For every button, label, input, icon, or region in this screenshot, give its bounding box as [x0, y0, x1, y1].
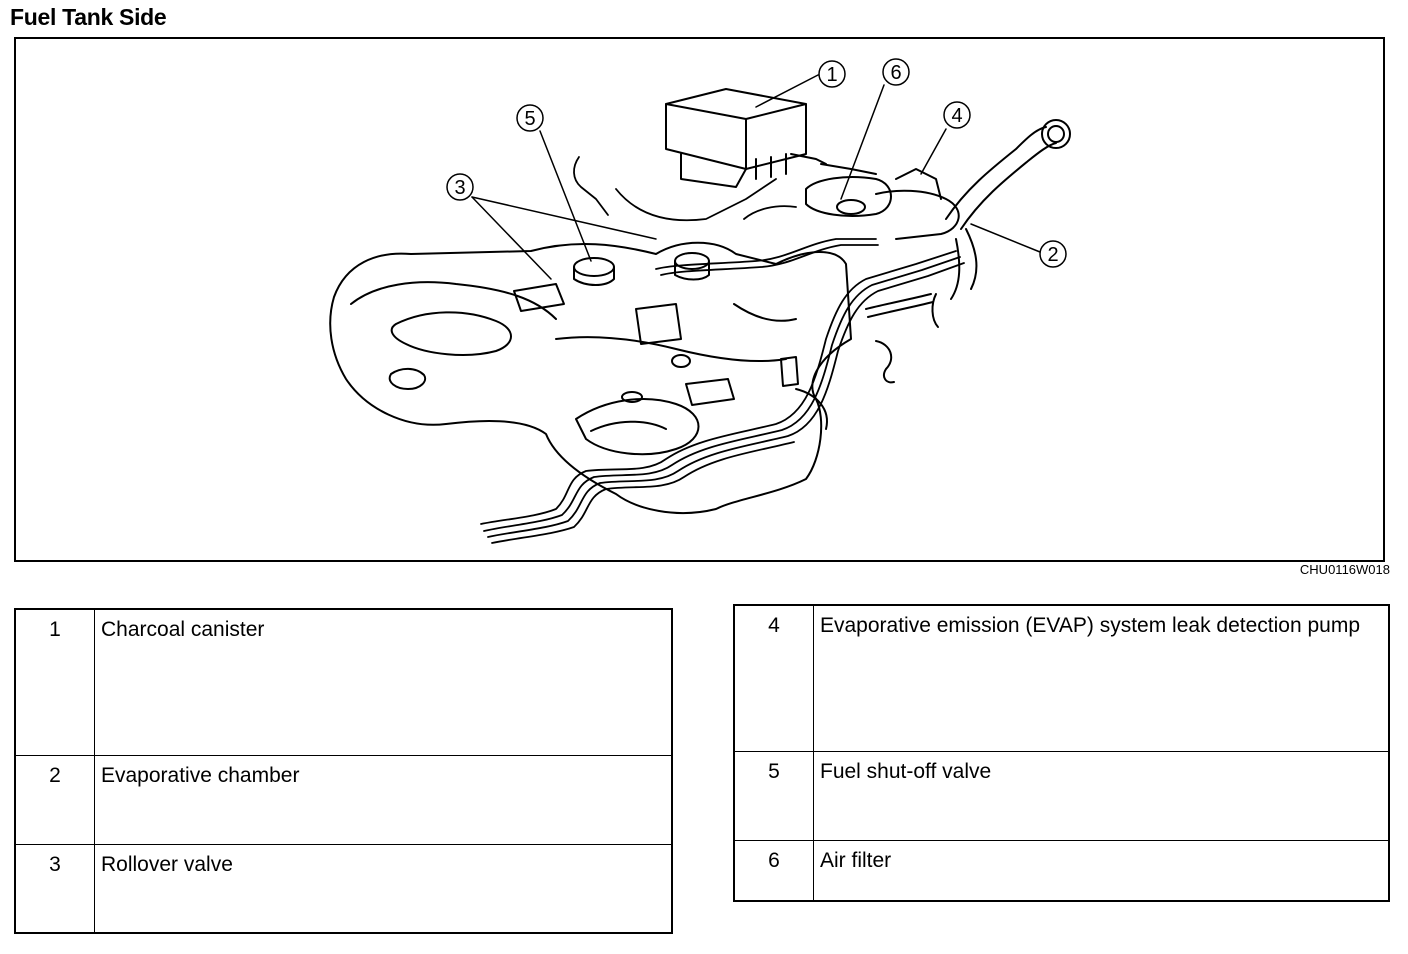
callout-3: 3: [454, 177, 465, 199]
callout-5-circle: [516, 104, 544, 132]
legend-label: Evaporative emission (EVAP) system leak …: [813, 604, 1390, 752]
fuel-lines: [480, 156, 965, 544]
legend-row: 3 Rollover valve: [14, 843, 673, 934]
callout-6: 6: [890, 62, 901, 84]
callout-4: 4: [951, 105, 962, 127]
fuel-tank-body: [329, 241, 852, 515]
callout-6-circle: [882, 58, 910, 86]
legend-number: 1: [14, 608, 95, 756]
fuel-tank-diagram: 1 2 3 4 5 6: [329, 58, 1071, 544]
filler-neck: [931, 119, 1071, 328]
legend-label: Fuel shut-off valve: [813, 750, 1390, 841]
diagram-frame: 1 2 3 4 5 6: [14, 37, 1385, 562]
tank-fittings: [573, 252, 710, 403]
callout-2: 2: [1047, 244, 1058, 266]
legend-table-right: 4 Evaporative emission (EVAP) system lea…: [733, 604, 1390, 902]
legend-label: Charcoal canister: [94, 608, 673, 756]
legend-label: Rollover valve: [94, 843, 673, 934]
legend-row: 1 Charcoal canister: [14, 608, 673, 756]
legend-number: 3: [14, 843, 95, 934]
legend-row: 4 Evaporative emission (EVAP) system lea…: [733, 604, 1390, 752]
hoses: [780, 293, 934, 387]
legend-row: 6 Air filter: [733, 839, 1390, 902]
legend-number: 6: [733, 839, 814, 902]
callout-5: 5: [524, 108, 535, 130]
legend-number: 2: [14, 754, 95, 845]
callout-leaders: [471, 74, 1041, 280]
callout-1: 1: [826, 64, 837, 86]
legend-label: Evaporative chamber: [94, 754, 673, 845]
callout-4-circle: [943, 101, 971, 129]
legend-number: 4: [733, 604, 814, 752]
charcoal-canister: [665, 88, 827, 188]
figure-code: CHU0116W018: [1299, 562, 1390, 577]
callout-labels: 1 2 3 4 5 6: [454, 62, 1058, 266]
legend-row: 5 Fuel shut-off valve: [733, 750, 1390, 841]
callout-2-circle: [1039, 240, 1067, 268]
legend-row: 2 Evaporative chamber: [14, 754, 673, 845]
callout-1-circle: [818, 60, 846, 88]
page-title: Fuel Tank Side: [10, 4, 167, 30]
callout-circles: [446, 58, 1067, 268]
evap-pump-assembly: [805, 163, 960, 240]
callout-3-circle: [446, 173, 474, 201]
legend-number: 5: [733, 750, 814, 841]
legend-label: Air filter: [813, 839, 1390, 902]
legend-table-left: 1 Charcoal canister 2 Evaporative chambe…: [14, 608, 673, 934]
